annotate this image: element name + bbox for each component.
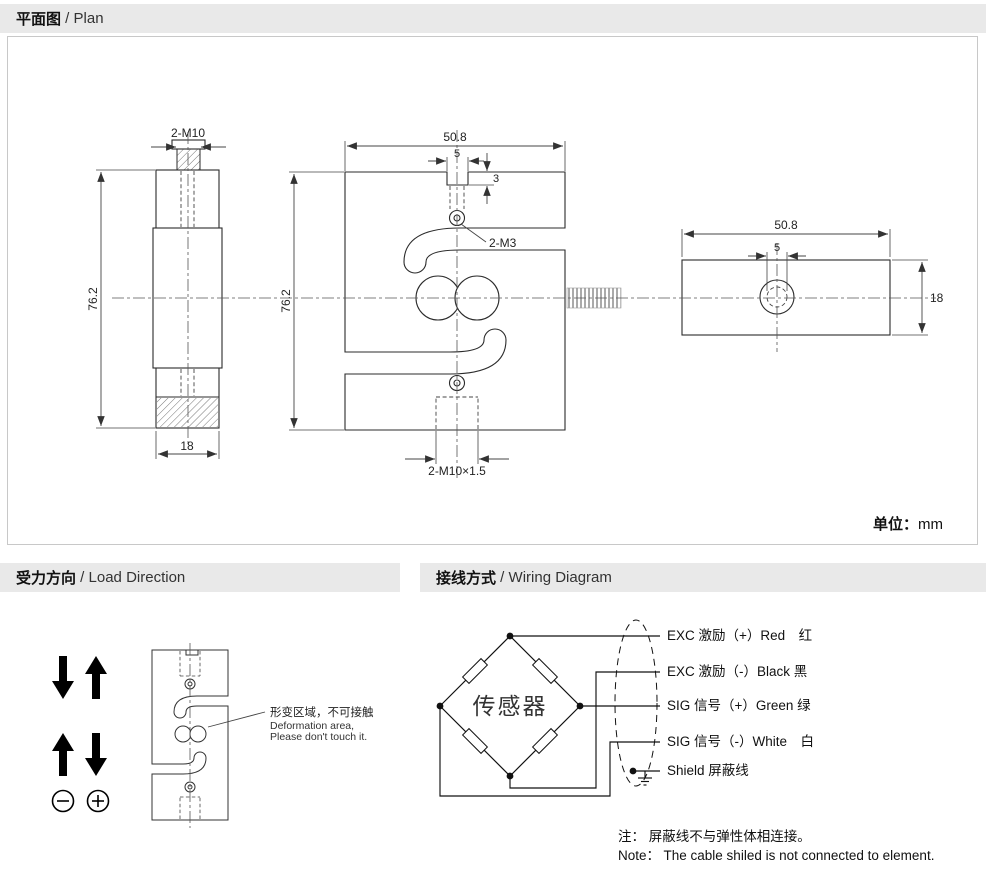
dim-side-hole: 5 [774,242,780,254]
down-arrow-icon [85,733,107,776]
dim-front-slot-depth: 3 [493,173,499,185]
dim-side-width: 50.8 [774,218,798,232]
wiring-note-en: Note： The cable shiled is not connected … [618,848,934,863]
wiring-title-zh: 接线方式 [436,570,497,587]
unit-label: 单位：mm [873,513,943,534]
load-cell-outline [151,643,229,828]
side-view: 50.8 5 18 [681,218,944,352]
dim-front-width: 50.8 [443,130,467,144]
load-direction-arrows [52,656,107,776]
wires [439,635,660,797]
wire-label-sig-plus: SIG 信号（+）Green 绿 [667,698,811,713]
dim-left-thread: 2-M10 [171,126,205,140]
left-view: 2-M10 76.2 18 [86,126,226,459]
up-arrow-icon [85,656,107,699]
wire-sig-minus [439,706,660,797]
load-direction-header: 受力方向 / Load Direction [0,563,400,592]
dim-left-height: 76.2 [86,287,100,311]
wire-label-exc-minus: EXC 激励（-）Black 黑 [667,664,807,679]
deformation-callout-en1: Deformation area, [270,720,354,732]
dim-side-height: 18 [930,291,944,305]
plan-title-zh: 平面图 [16,11,62,28]
unit-value: mm [918,516,943,533]
dim-front-slot-width: 5 [454,148,460,160]
wire-labels: EXC 激励（+）Red 红 EXC 激励（-）Black 黑 SIG 信号（+… [667,628,814,778]
strain-gauge [461,657,489,685]
left-view-dims: 2-M10 76.2 18 [86,126,226,459]
strain-gauge [531,727,559,755]
unit-label-zh: 单位： [872,516,918,533]
load-direction-drawing: 形变区域，不可接触 Deformation area, Please don't… [51,643,374,828]
load-direction-title-zh: 受力方向 [16,570,77,587]
wire-label-shield: Shield 屏蔽线 [667,763,749,778]
deformation-callout-en2: Please don't touch it. [270,731,367,743]
dim-left-width: 18 [180,439,194,453]
deformation-callout: 形变区域，不可接触 Deformation area, Please don't… [207,705,374,743]
load-direction-title-sep: / [76,569,89,586]
shield-wire [629,767,660,786]
front-view-dims: 50.8 5 3 2-M3 76.2 2-M10× [279,130,566,478]
load-direction-title-en: Load Direction [88,569,186,586]
wiring-diagram: 传感器 EXC 激励（+）Red 红 EXC 激励（-）Black 黑 SIG … [436,619,934,863]
cable-ellipse [614,619,658,787]
sensor-label: 传感器 [473,693,548,719]
bridge: 传感器 [436,632,584,780]
wiring-title-sep: / [496,569,509,586]
wiring-note-zh: 注： 屏蔽线不与弹性体相连接。 [618,828,811,844]
deformation-callout-zh: 形变区域，不可接触 [270,705,374,719]
dim-front-bottom-thread: 2-M10×1.5 [428,464,486,478]
dim-front-height: 76.2 [279,289,293,313]
plan-panel: 2-M10 76.2 18 [7,36,978,545]
plan-title-en: Plan [73,10,104,27]
wire-exc-minus [509,671,660,789]
wire-label-sig-minus: SIG 信号（-）White 白 [667,734,814,749]
dim-front-screw: 2-M3 [489,236,517,250]
strain-gauge [461,727,489,755]
wiring-header: 接线方式 / Wiring Diagram [420,563,986,592]
plus-icon [86,789,110,813]
plan-drawing: 2-M10 76.2 18 [86,126,944,478]
side-view-dims: 50.8 5 18 [681,218,944,336]
wiring-title-en: Wiring Diagram [508,569,612,586]
plan-title-sep: / [61,10,74,27]
plan-header: 平面图 / Plan [0,4,986,33]
strain-gauge [531,657,559,685]
down-arrow-icon [52,656,74,699]
minus-icon [51,789,75,813]
up-arrow-icon [52,733,74,776]
front-view: 50.8 5 3 2-M3 76.2 2-M10× [279,130,622,478]
wire-label-exc-plus: EXC 激励（+）Red 红 [667,628,812,643]
